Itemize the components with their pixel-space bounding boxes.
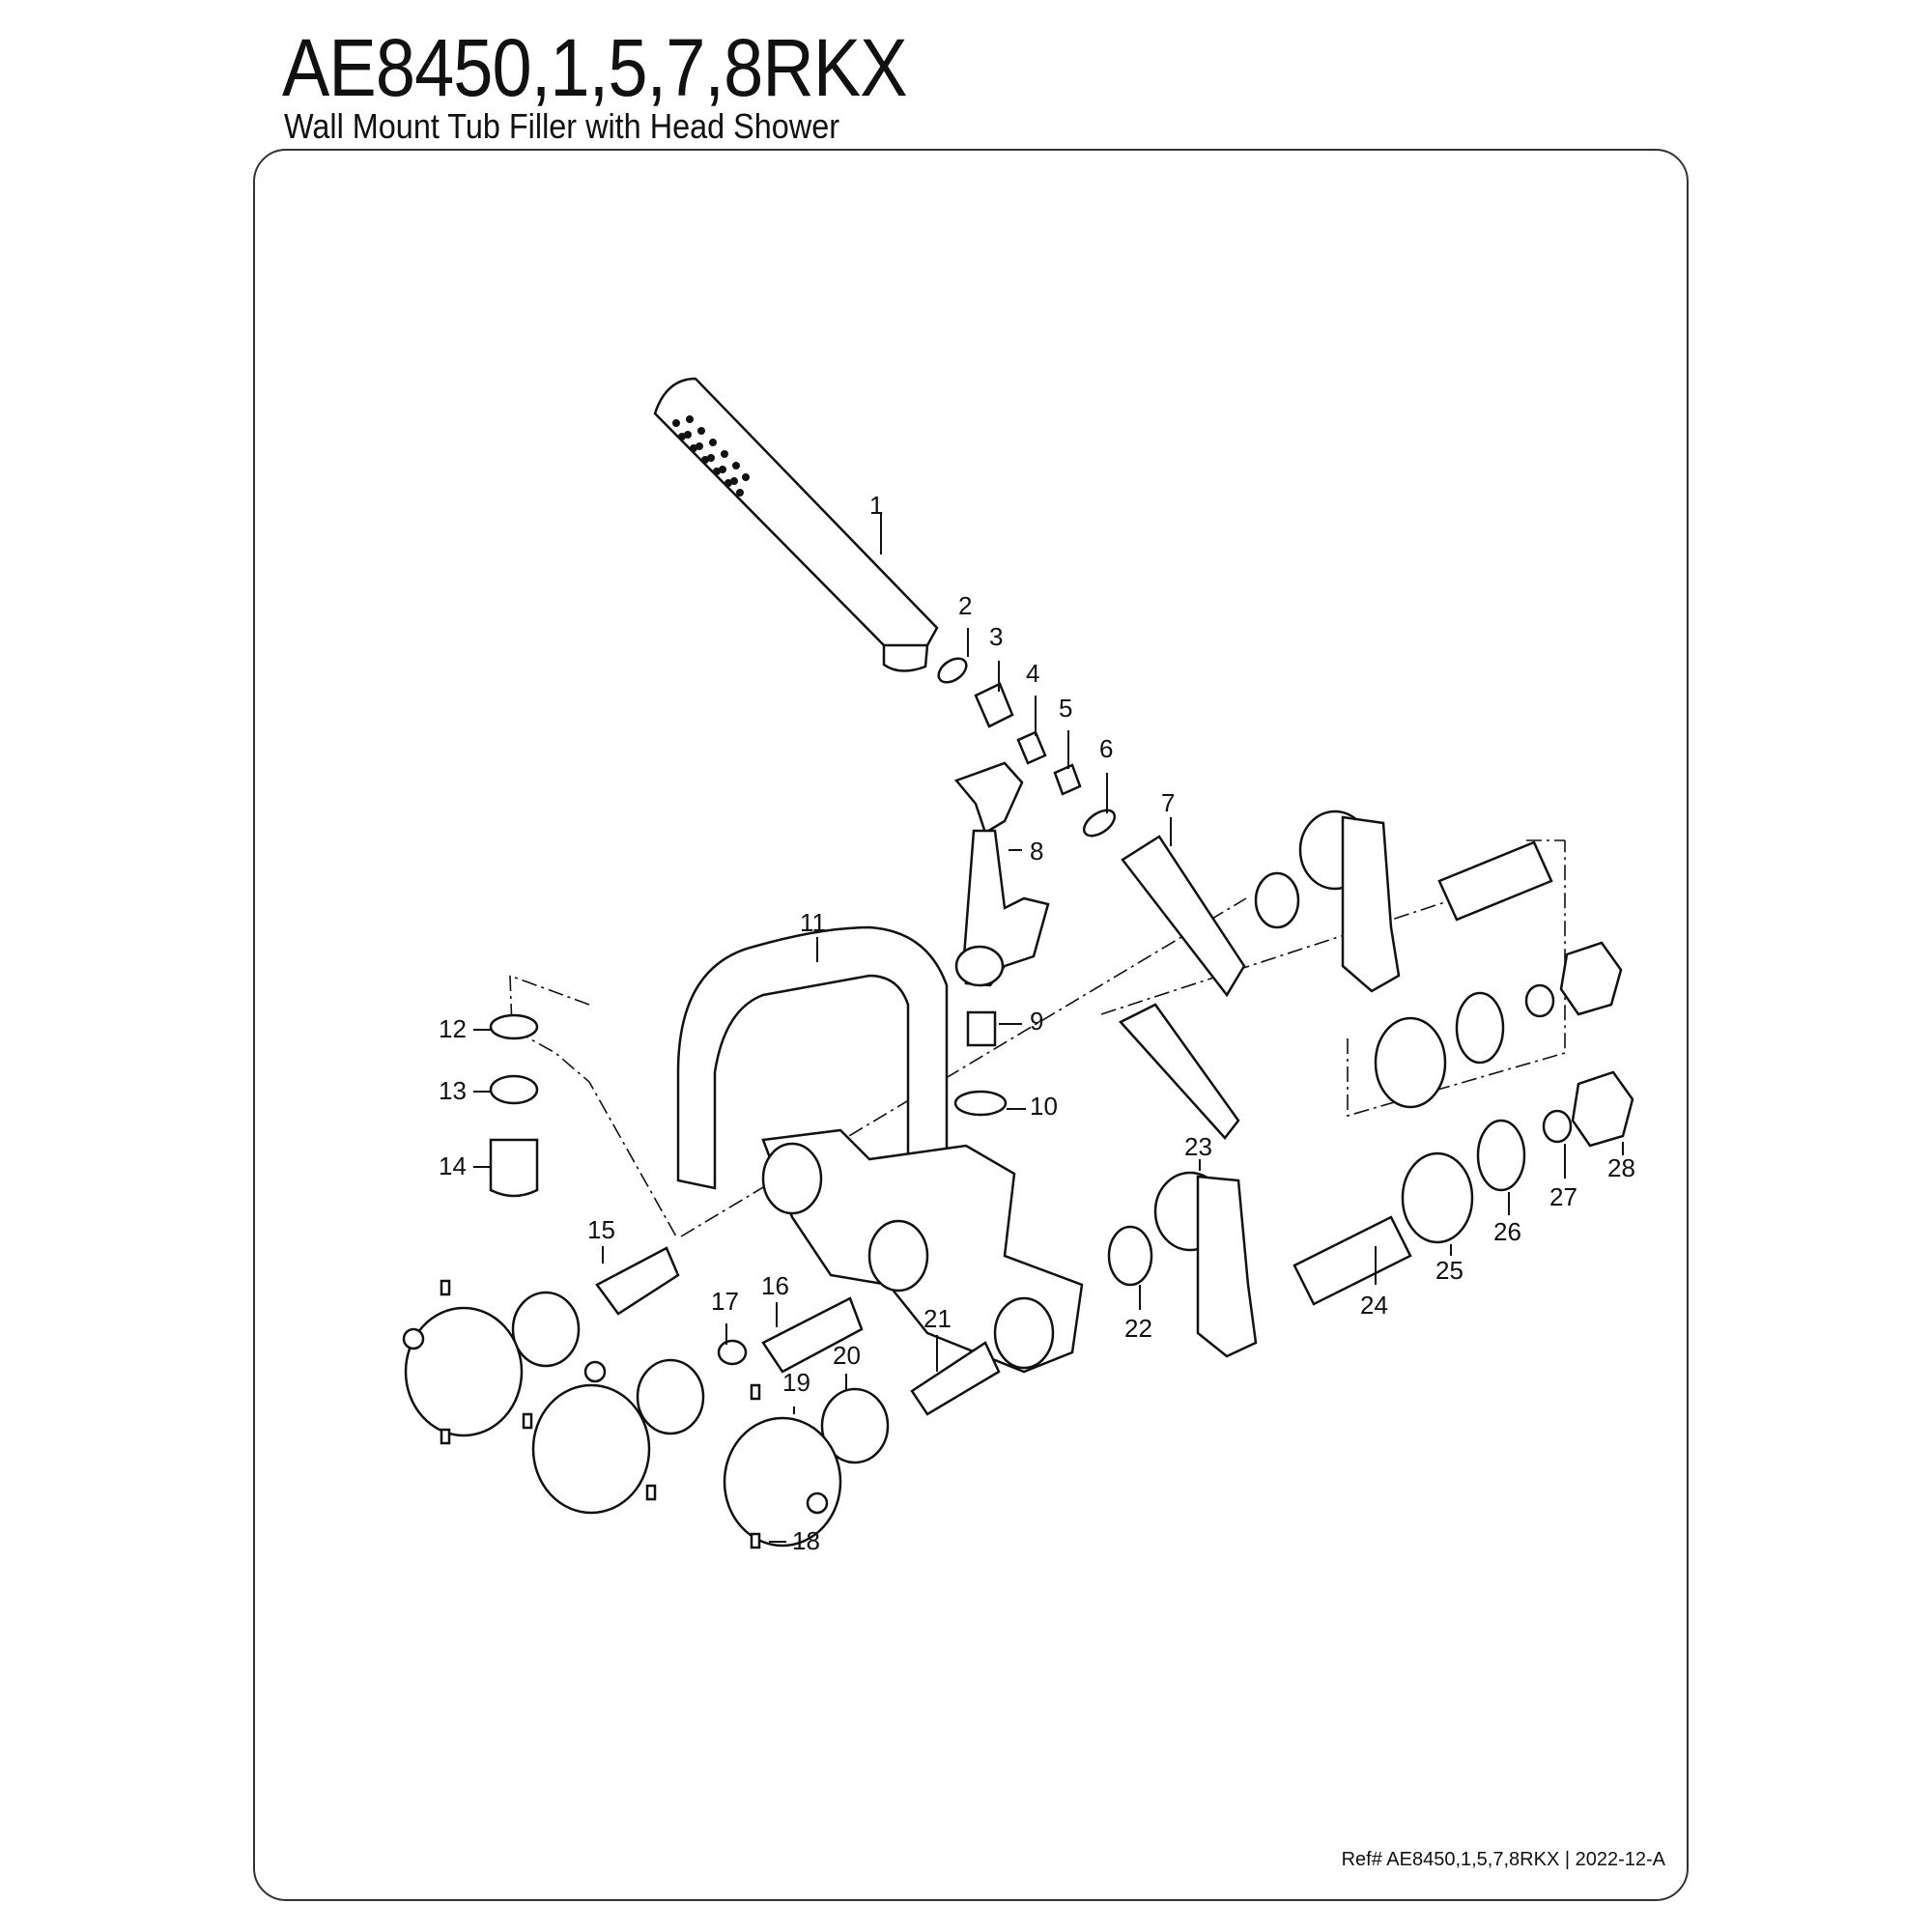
- threaded-pipe-24: [1293, 1215, 1412, 1306]
- assembly-axis-right: [1347, 839, 1566, 1118]
- set-screws-18: [440, 1279, 761, 1549]
- handle-middle: [531, 1360, 651, 1515]
- page-subtitle: Wall Mount Tub Filler with Head Shower: [284, 106, 840, 146]
- callout-22: 22: [1124, 1314, 1152, 1343]
- washer-26: [1476, 1119, 1526, 1192]
- callout-17: 17: [711, 1287, 739, 1316]
- callout-11: 11: [800, 908, 826, 937]
- wall-flange-upper: [1298, 810, 1401, 993]
- callout-24: 24: [1360, 1291, 1388, 1320]
- ferrule-27: [1542, 1109, 1573, 1144]
- callout-20: 20: [833, 1341, 861, 1370]
- sleeve-middle: [636, 1358, 705, 1435]
- assembly-axis-hose: [680, 897, 1247, 1237]
- sleeve-20: [820, 1387, 890, 1464]
- nut-28: [1571, 1070, 1634, 1148]
- sleeve-left: [511, 1291, 581, 1368]
- cartridge-15: [595, 1246, 680, 1316]
- callout-25: 25: [1435, 1256, 1463, 1285]
- callout-9: 9: [1030, 1007, 1043, 1036]
- callout-6: 6: [1099, 734, 1113, 763]
- diagram-frame: [253, 149, 1689, 1901]
- callout-15: 15: [587, 1215, 615, 1244]
- callout-12: 12: [439, 1014, 467, 1043]
- reference-footer: Ref# AE8450,1,5,7,8RKX | 2022-12-A: [1341, 1849, 1665, 1870]
- escutcheon-25: [1401, 1151, 1474, 1244]
- callout-18: 18: [792, 1526, 820, 1555]
- connector-4: [1016, 730, 1047, 765]
- callout-8: 8: [1030, 837, 1043, 866]
- callout-10: 10: [1030, 1092, 1058, 1121]
- washer-10: [953, 1090, 1008, 1117]
- callout-14: 14: [439, 1151, 467, 1180]
- callout-5: 5: [1059, 694, 1072, 723]
- valve-body: [761, 1128, 1084, 1374]
- washer-6: [1082, 809, 1117, 838]
- aerator-housing-14: [489, 1138, 539, 1198]
- callout-13: 13: [439, 1076, 467, 1105]
- ferrule-upper: [1524, 983, 1555, 1018]
- connector-3: [974, 682, 1014, 728]
- callout-7: 7: [1161, 788, 1175, 817]
- callout-4: 4: [1026, 659, 1039, 688]
- washer-26-upper: [1455, 991, 1505, 1065]
- cartridge-16: [761, 1296, 864, 1374]
- callout-1: 1: [869, 491, 883, 520]
- filter-5: [1053, 763, 1082, 796]
- callout-21: 21: [923, 1304, 952, 1333]
- callout-16: 16: [761, 1271, 789, 1300]
- escutcheon-upper: [1374, 1016, 1447, 1109]
- washer-17: [717, 1339, 748, 1366]
- callout-23: 23: [1184, 1132, 1212, 1161]
- assembly-axis-aerator: [509, 975, 677, 1237]
- page-title: AE8450,1,5,7,8RKX: [282, 22, 908, 113]
- shower-holder-8: [953, 761, 1050, 987]
- nut-upper: [1559, 941, 1623, 1016]
- callout-3: 3: [989, 622, 1003, 651]
- leader-lines: [473, 512, 1624, 1543]
- callout-28: 28: [1607, 1153, 1635, 1182]
- callout-26: 26: [1493, 1217, 1521, 1246]
- handle-19: [723, 1416, 842, 1548]
- assembly-axis-top: [1100, 868, 1547, 1015]
- callout-27: 27: [1549, 1182, 1577, 1211]
- spout-11: [676, 925, 949, 1200]
- hand-shower: [653, 377, 939, 672]
- washer-12: [489, 1013, 539, 1040]
- washer-upper: [1254, 871, 1300, 929]
- handle-left: [402, 1306, 524, 1437]
- callout-2: 2: [958, 591, 972, 620]
- cartridge-21: [910, 1341, 1001, 1416]
- washer-2: [937, 657, 968, 684]
- check-valve-9: [966, 1010, 997, 1047]
- hose-connector-7: [1121, 835, 1246, 998]
- callout-19: 19: [782, 1368, 810, 1397]
- aerator-13: [489, 1074, 539, 1105]
- wall-flange-23: [1153, 1171, 1258, 1358]
- washer-22: [1107, 1225, 1153, 1287]
- threaded-pipe-upper: [1437, 840, 1553, 922]
- hose-connector-lower: [1118, 1003, 1240, 1140]
